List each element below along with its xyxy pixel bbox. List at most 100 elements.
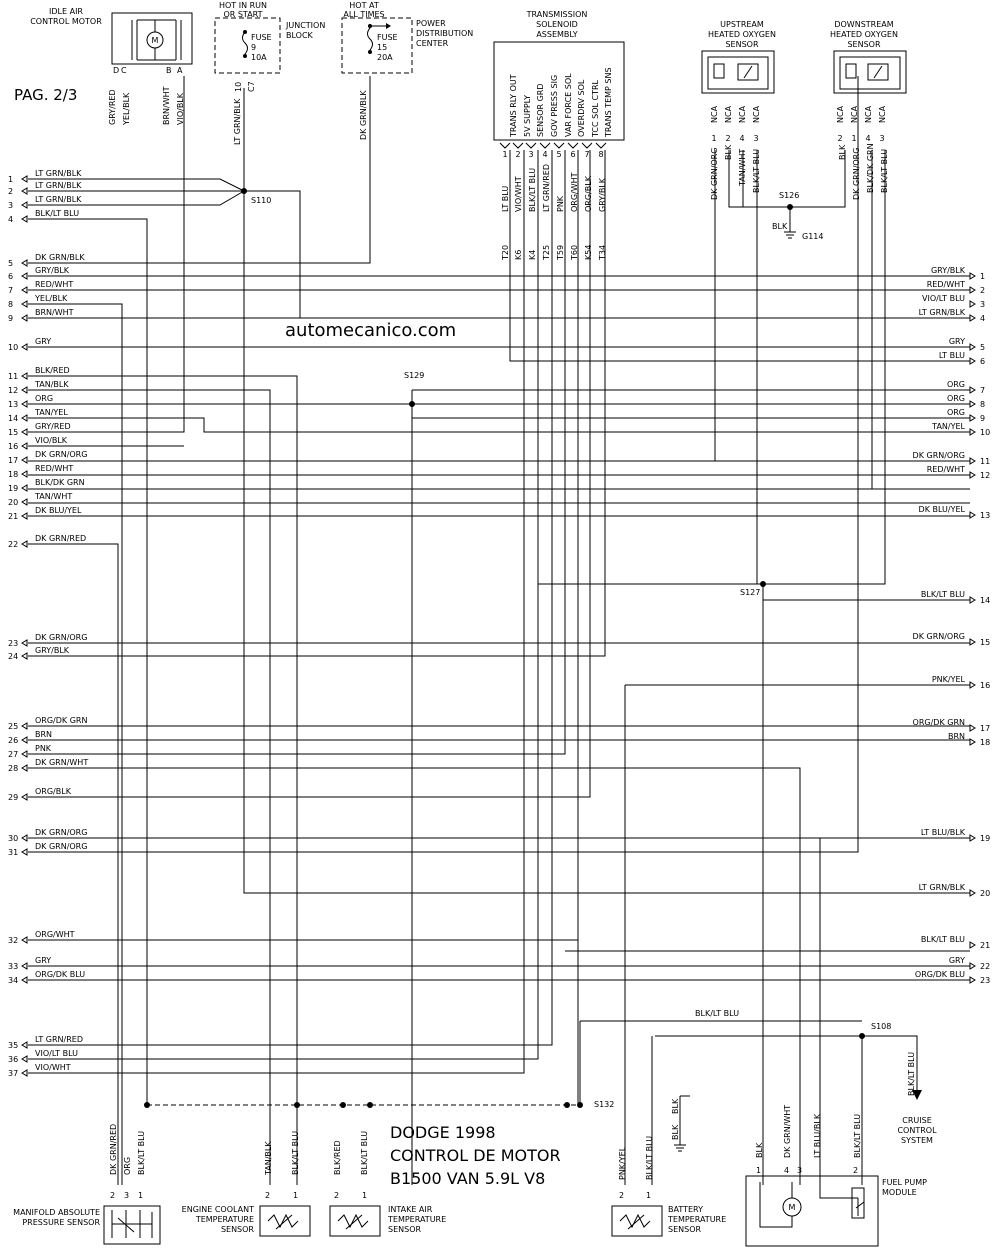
svg-text:2: 2 (265, 1191, 270, 1200)
wire-40 (28, 150, 553, 1046)
left-pin-wire-label: DK GRN/RED (35, 534, 86, 543)
svg-text:UPSTREAM: UPSTREAM (720, 20, 764, 29)
right-pin-number: 11 (980, 457, 990, 466)
svg-text:CONTROL MOTOR: CONTROL MOTOR (30, 17, 102, 26)
splice-dot-3 (760, 581, 766, 587)
svg-text:HOT AT: HOT AT (349, 1, 379, 10)
svg-text:5V SUPPLY: 5V SUPPLY (523, 95, 532, 137)
wire-19 (28, 417, 970, 433)
left-pin-wire-label: GRY/BLK (35, 646, 70, 655)
svg-text:9: 9 (251, 43, 256, 52)
svg-text:DK GRN/WHT: DK GRN/WHT (783, 1105, 792, 1158)
svg-text:3: 3 (528, 150, 533, 159)
svg-text:ORG: ORG (123, 1157, 132, 1175)
splice-dot-0 (241, 188, 247, 194)
svg-text:CRUISE: CRUISE (902, 1116, 932, 1125)
wire-27 (28, 543, 119, 1185)
left-pin-number: 21 (8, 512, 18, 521)
svg-text:NCA: NCA (738, 105, 747, 123)
left-pin-number: 23 (8, 639, 18, 648)
left-pin-number: 32 (8, 936, 18, 945)
svg-text:NCA: NCA (836, 105, 845, 123)
transmission-solenoid-assembly: TRANSMISSION SOLENOID ASSEMBLY TRANS RLY… (493, 10, 625, 261)
svg-text:BATTERY: BATTERY (668, 1205, 703, 1214)
left-pin-number: 8 (8, 300, 13, 309)
right-pin-number: 13 (980, 511, 990, 520)
svg-text:20A: 20A (377, 53, 393, 62)
wire-6 (28, 76, 371, 264)
left-pin-wire-label: YEL/BLK (34, 294, 68, 303)
right-pin-wire-label: VIO/LT BLU (922, 294, 965, 303)
right-pin-wire-label: BLK/LT BLU (921, 590, 965, 599)
svg-text:BLOCK: BLOCK (286, 31, 314, 40)
right-pin-wire-label: GRY (949, 337, 965, 346)
svg-text:YEL/BLK: YEL/BLK (122, 92, 131, 126)
right-pin-wire-label: ORG/DK GRN (913, 718, 965, 727)
svg-text:TRANS TEMP SNS: TRANS TEMP SNS (604, 67, 613, 138)
svg-text:POWER: POWER (416, 19, 446, 28)
ground-icon (674, 1144, 686, 1152)
left-pin-number: 16 (8, 442, 18, 451)
svg-text:DISTRIBUTION: DISTRIBUTION (416, 29, 473, 38)
svg-text:1: 1 (756, 1166, 761, 1175)
splice-dots (144, 188, 865, 1108)
svg-text:1: 1 (711, 134, 716, 143)
left-pin-number: 6 (8, 272, 13, 281)
svg-text:1: 1 (502, 150, 507, 159)
left-pin-number: 19 (8, 484, 18, 493)
svg-text:BLK/LT BLU: BLK/LT BLU (907, 1052, 916, 1096)
wire-3 (244, 190, 970, 319)
svg-text:LT GRN/BLK: LT GRN/BLK (233, 98, 242, 145)
left-pin-24: 24 GRY/BLK (8, 646, 70, 661)
left-pin-wire-label: ORG/WHT (35, 930, 75, 939)
left-pin-wire-label: LT GRN/BLK (35, 169, 82, 178)
svg-text:T20: T20 (501, 245, 510, 261)
svg-text:T60: T60 (570, 245, 579, 261)
wire-68 (679, 1095, 690, 1145)
svg-text:PNK/YEL: PNK/YEL (618, 1146, 627, 1180)
map-sensor: DK GRN/RED ORG BLK/LT BLU 2 3 1 MANIFOLD… (13, 1124, 161, 1245)
splice-dot-9 (577, 1102, 583, 1108)
right-pin-6: 6LT BLU (939, 351, 985, 366)
intake-air-temperature-sensor: BLK/RED BLK/LT BLU 2 1 INTAKE AIR TEMPER… (329, 1131, 446, 1237)
right-pin-number: 15 (980, 638, 990, 647)
left-pin-number: 20 (8, 498, 18, 507)
svg-text:VAR FORCE SOL: VAR FORCE SOL (564, 73, 573, 137)
svg-text:1: 1 (851, 134, 856, 143)
left-pin-number: 33 (8, 962, 18, 971)
svg-text:ALL TIMES: ALL TIMES (343, 10, 384, 19)
wire-5 (28, 218, 148, 1105)
svg-text:BLK/DK GRN: BLK/DK GRN (866, 143, 875, 193)
left-pin-wire-label: RED/WHT (35, 280, 73, 289)
svg-text:K54: K54 (584, 245, 593, 260)
splice-dot-5 (294, 1102, 300, 1108)
fuse-9: HOT IN RUN OR START JUNCTION BLOCK FUSE … (214, 1, 325, 145)
svg-text:TRANSMISSION: TRANSMISSION (526, 10, 588, 19)
svg-text:2: 2 (619, 1191, 624, 1200)
left-pin-number: 24 (8, 652, 18, 661)
wire-36 (28, 76, 859, 853)
right-pin-number: 1 (980, 272, 985, 281)
left-pin-number: 22 (8, 540, 18, 549)
splice-s108: S108 (871, 1022, 891, 1031)
svg-text:ORG/WHT: ORG/WHT (570, 172, 579, 212)
left-pin-number: 28 (8, 764, 18, 773)
svg-text:DK GRN/BLK: DK GRN/BLK (359, 90, 368, 140)
svg-text:BLK/LT BLU: BLK/LT BLU (528, 168, 537, 212)
svg-text:NCA: NCA (752, 105, 761, 123)
left-pin-wire-label: VIO/BLK (35, 436, 68, 445)
